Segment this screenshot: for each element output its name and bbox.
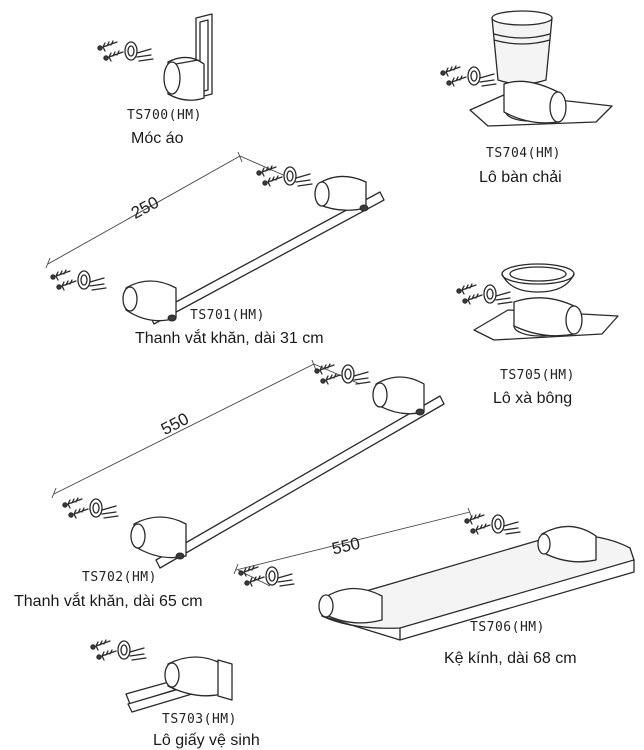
ts701-name: Thanh vắt khăn, dài 31 cm: [135, 330, 324, 347]
ts705-code: TS705(HM): [500, 368, 575, 383]
ts702-towel-bar-drawing: [51, 359, 445, 569]
ts700-name: Móc áo: [131, 130, 184, 147]
ts701-towel-bar-drawing: [45, 151, 385, 325]
ts702-name: Thanh vắt khăn, dài 65 cm: [14, 593, 203, 610]
ts706-name: Kệ kính, dài 68 cm: [444, 650, 577, 667]
ts706-glass-shelf-drawing: [233, 507, 635, 641]
ts703-toilet-roll-holder-drawing: [91, 640, 233, 713]
ts700-hook-drawing: [98, 13, 213, 101]
ts704-toothbrush-holder-drawing: [441, 10, 613, 127]
ts704-name: Lô bàn chải: [479, 169, 562, 186]
ts705-soap-dish-drawing: [457, 263, 619, 341]
ts703-code: TS703(HM): [162, 712, 237, 727]
ts702-code: TS702(HM): [82, 570, 157, 585]
ts700-code: TS700(HM): [127, 108, 202, 123]
ts701-code: TS701(HM): [190, 308, 265, 323]
ts703-name: Lô giấy vệ sinh: [153, 732, 260, 749]
ts705-name: Lô xà bông: [493, 390, 573, 407]
ts706-code: TS706(HM): [470, 620, 545, 635]
ts704-code: TS704(HM): [486, 146, 561, 161]
